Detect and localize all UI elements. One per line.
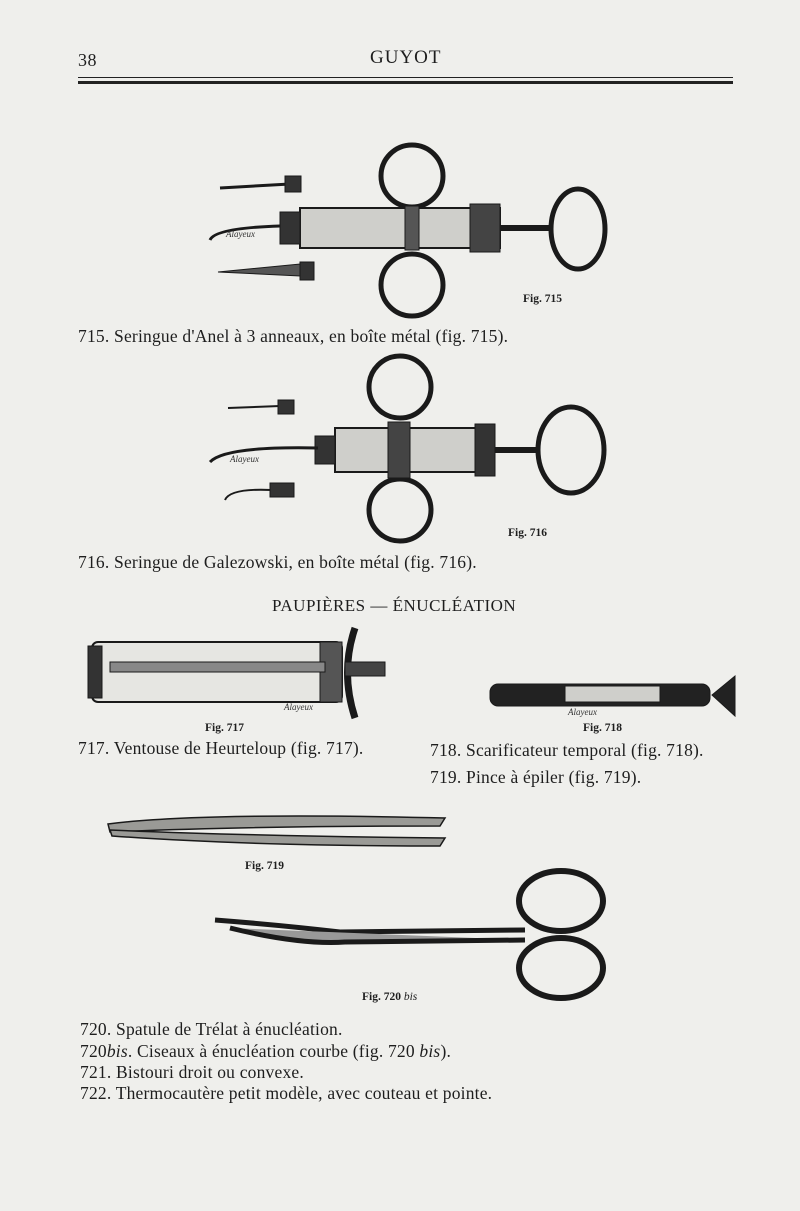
entry-number: 719. <box>430 767 462 787</box>
entry-number: 716. <box>78 552 110 572</box>
entry-722: 722. Thermocautère petit modèle, avec co… <box>80 1083 492 1104</box>
running-title: GUYOT <box>370 47 442 68</box>
fig-717-ventouse-illustration <box>87 626 386 720</box>
fig-719-tweezers-illustration <box>107 815 447 847</box>
entry-text: Thermocautère petit modèle, avec couteau… <box>115 1083 493 1103</box>
fig-720bis-scissors-illustration <box>214 868 606 1001</box>
entry-text: Seringue de Galezowski, en boîte métal (… <box>114 552 477 572</box>
entry-number: 717. <box>78 738 110 758</box>
entry-715: 715. Seringue d'Anel à 3 anneaux, en boî… <box>78 326 508 347</box>
fig-718-scarificateur-illustration <box>489 674 736 718</box>
entry-719: 719. Pince à épiler (fig. 719). <box>430 767 641 788</box>
fig-717-engraver-signature: Alayeux <box>284 702 313 712</box>
entry-text: Seringue d'Anel à 3 anneaux, en boîte mé… <box>114 326 509 346</box>
fig-715-syringe-illustration <box>208 142 608 319</box>
fig-719-label: Fig. 719 <box>245 860 284 872</box>
entry-text: Ventouse de Heurteloup (fig. 717). <box>113 738 364 758</box>
entry-text-end: ). <box>440 1041 452 1061</box>
entry-number: 718. <box>430 740 462 760</box>
fig-715-engraver-signature: Alayeux <box>226 229 255 239</box>
entry-text: Pince à épiler (fig. 719). <box>466 767 642 787</box>
entry-number: 722. <box>80 1083 112 1103</box>
fig-716-syringe-illustration <box>208 353 607 544</box>
entry-text-italic: bis <box>419 1041 441 1061</box>
entry-number: 721. <box>80 1062 112 1082</box>
entry-number: 720. <box>80 1019 112 1039</box>
entry-text: Spatule de Trélat à énucléation. <box>116 1019 343 1039</box>
entry-721: 721. Bistouri droit ou convexe. <box>80 1062 304 1083</box>
entry-text: Ciseaux à énucléation courbe (fig. 720 <box>137 1041 420 1061</box>
fig-715-label: Fig. 715 <box>523 293 562 305</box>
fig-717-label: Fig. 717 <box>205 722 244 734</box>
fig-720bis-label: Fig. 720 bis <box>362 991 417 1003</box>
fig-716-engraver-signature: Alayeux <box>230 454 259 464</box>
header-rule-thin <box>78 77 733 78</box>
entry-720-bis: 720bis. Ciseaux à énucléation courbe (fi… <box>80 1041 451 1062</box>
section-heading: PAUPIÈRES — ÉNUCLÉATION <box>272 596 517 615</box>
entry-text: Scarificateur temporal (fig. 718). <box>466 740 704 760</box>
entry-number: 715. <box>78 326 110 346</box>
entry-number-italic: bis <box>106 1041 128 1061</box>
entry-number: 720 <box>80 1041 107 1061</box>
fig-label-italic: bis <box>403 991 418 1003</box>
fig-label-text: Fig. 720 <box>362 991 401 1003</box>
entry-number-suffix: . <box>127 1041 133 1061</box>
entry-text: Bistouri droit ou convexe. <box>116 1062 304 1082</box>
entry-716: 716. Seringue de Galezowski, en boîte mé… <box>78 552 477 573</box>
entry-720: 720. Spatule de Trélat à énucléation. <box>80 1019 343 1040</box>
header-rule-thick <box>78 81 733 84</box>
page-number: 38 <box>78 50 97 70</box>
entry-717: 717. Ventouse de Heurteloup (fig. 717). <box>78 738 364 759</box>
fig-718-label: Fig. 718 <box>583 722 622 734</box>
entry-718: 718. Scarificateur temporal (fig. 718). <box>430 740 704 761</box>
fig-718-engraver-signature: Alayeux <box>568 707 597 717</box>
fig-716-label: Fig. 716 <box>508 527 547 539</box>
